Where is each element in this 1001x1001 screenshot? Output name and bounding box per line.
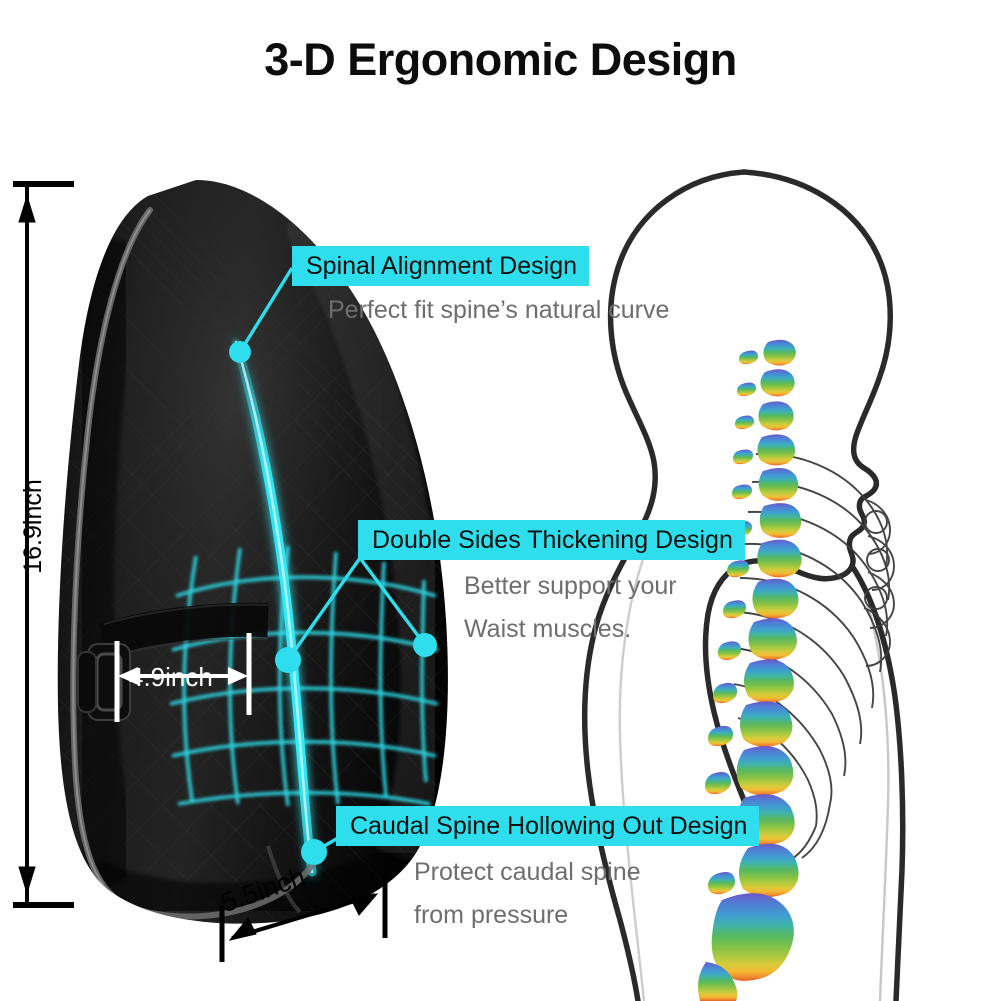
spinous-processes — [704, 350, 759, 895]
callout-label-1: Spinal Alignment Design — [292, 246, 589, 286]
callout-double-sides-thickening[interactable]: Double Sides Thickening Design Better su… — [358, 520, 745, 646]
callout-subtitle-2-line2: Waist muscles. — [464, 615, 632, 643]
callout-caudal-spine-hollowing[interactable]: Caudal Spine Hollowing Out Design Protec… — [336, 806, 760, 932]
leader-line-1 — [238, 267, 294, 353]
callout-subtitle-2-line1: Better support your — [464, 572, 677, 600]
page-title: 3-D Ergonomic Design — [264, 34, 737, 85]
dimension-guides — [13, 181, 388, 962]
anchor-dot-1 — [229, 341, 251, 363]
anchor-dot-3 — [301, 839, 327, 865]
callout-subtitle-3-line1: Protect caudal spine — [414, 858, 641, 886]
anchor-dot-2a — [275, 647, 301, 673]
dimension-label-width: 4.9inch — [129, 662, 213, 692]
callout-spinal-alignment[interactable]: Spinal Alignment Design Perfect fit spin… — [292, 246, 669, 327]
callout-subtitle-1: Perfect fit spine’s natural curve — [328, 296, 670, 324]
callout-label-2: Double Sides Thickening Design — [358, 520, 745, 560]
callout-label-3: Caudal Spine Hollowing Out Design — [336, 806, 760, 846]
abdomen-contour — [866, 605, 890, 1001]
dimension-label-height: 16.9inch — [18, 479, 47, 574]
back-contour — [618, 545, 650, 1001]
callout-subtitle-3-line2: from pressure — [414, 901, 569, 929]
dimension-width-guides — [114, 633, 252, 722]
anchor-dot-2b — [413, 633, 437, 657]
